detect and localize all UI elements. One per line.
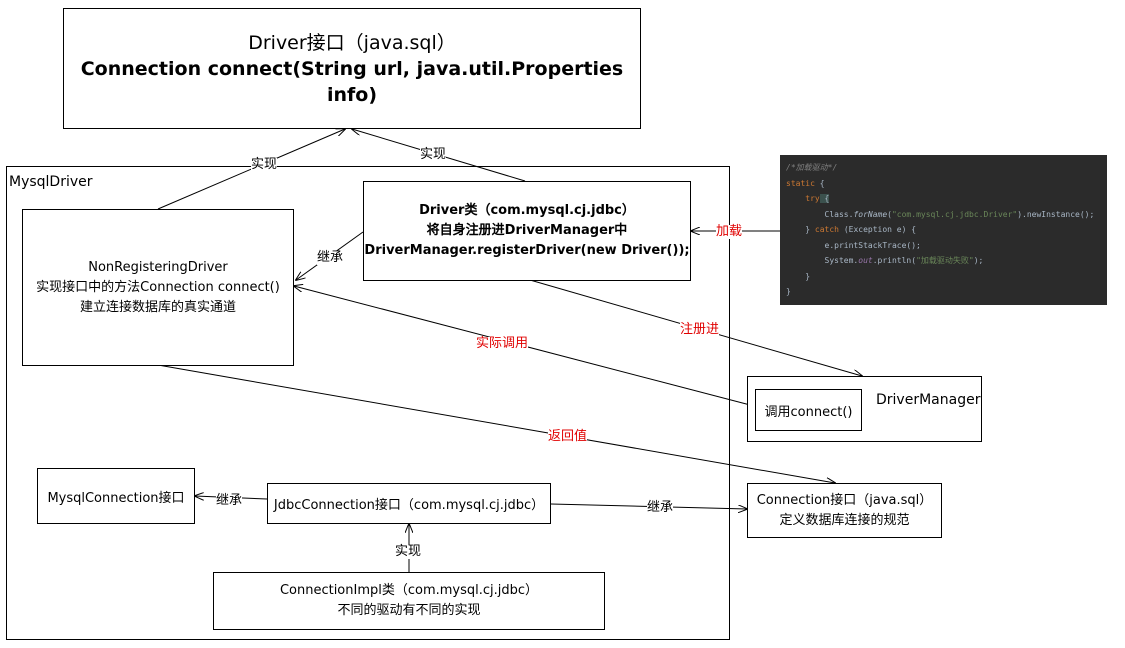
label-implements-impl: 实现 xyxy=(395,544,422,559)
code-try-keyword: try xyxy=(805,194,820,203)
code-for-name: forName xyxy=(853,209,888,219)
label-load: 加载 xyxy=(716,224,743,239)
mysql-driver-group-label: MysqlDriver xyxy=(9,174,93,190)
connection-impl-box: ConnectionImpl类（com.mysql.cj.jdbc） 不同的驱动… xyxy=(213,572,605,630)
code-outer-close: } xyxy=(786,287,791,296)
connection-interface-name: Connection接口（java.sql） xyxy=(756,492,933,508)
code-static-brace: { xyxy=(814,178,825,188)
code-comment: /*加载驱动*/ xyxy=(786,163,838,172)
code-close-brace: } xyxy=(805,225,815,234)
code-out-field: out xyxy=(858,256,873,265)
jdbc-connection-label: JdbcConnection接口（com.mysql.cj.jdbc） xyxy=(273,498,545,513)
code-paren-open: ( xyxy=(887,209,892,219)
call-connect-box: 调用connect() xyxy=(755,389,862,431)
code-snippet-panel: /*加载驱动*/ static { try { Class.forName("c… xyxy=(780,155,1107,305)
code-try-brace: { xyxy=(819,194,830,203)
label-inherit-driver: 继承 xyxy=(317,250,344,265)
non-registering-driver-desc2: 建立连接数据库的真实通道 xyxy=(79,299,236,315)
label-inherit-connection: 继承 xyxy=(647,500,674,515)
driver-class-box: Driver类（com.mysql.cj.jdbc） 将自身注册进DriverM… xyxy=(363,181,691,281)
driver-interface-title: Driver接口（java.sql） xyxy=(248,31,456,54)
code-system-out: System. xyxy=(824,256,859,265)
driver-class-register-call: DriverManager.registerDriver(new Driver(… xyxy=(364,243,690,258)
label-inherit-mysql: 继承 xyxy=(216,493,243,508)
driver-class-desc: 将自身注册进DriverManager中 xyxy=(426,223,628,238)
driver-class-name: Driver类（com.mysql.cj.jdbc） xyxy=(419,203,635,218)
code-inner-close: } xyxy=(805,271,811,281)
code-fail-string: "加载驱动失败" xyxy=(916,256,974,265)
edge-nonreg-returns-connection xyxy=(157,364,835,483)
driver-manager-box: DriverManager 调用connect() xyxy=(747,376,982,442)
label-register-into: 注册进 xyxy=(680,322,720,337)
code-println-end: ); xyxy=(973,256,984,265)
mysql-driver-group: MysqlDriver xyxy=(6,166,730,640)
jdbc-connection-box: JdbcConnection接口（com.mysql.cj.jdbc） xyxy=(267,483,551,524)
connection-impl-desc: 不同的驱动有不同的实现 xyxy=(337,603,481,618)
label-implements-left: 实现 xyxy=(251,157,278,172)
code-println: .println( xyxy=(872,256,917,265)
call-connect-label: 调用connect() xyxy=(764,404,853,420)
code-new-instance: ).newInstance(); xyxy=(1017,209,1095,219)
label-actual-call: 实际调用 xyxy=(476,336,529,351)
driver-manager-label: DriverManager xyxy=(876,392,981,408)
code-static-keyword: static xyxy=(786,178,815,188)
non-registering-driver-box: NonRegisteringDriver 实现接口中的方法Connection … xyxy=(22,209,294,366)
code-driver-string: "com.mysql.cj.jdbc.Driver" xyxy=(891,209,1018,219)
non-registering-driver-name: NonRegisteringDriver xyxy=(88,259,228,275)
code-catch-keyword: catch xyxy=(814,225,839,234)
non-registering-driver-desc1: 实现接口中的方法Connection connect() xyxy=(36,279,280,295)
code-catch-rest: (Exception e) { xyxy=(839,225,917,234)
connection-impl-name: ConnectionImpl类（com.mysql.cj.jdbc） xyxy=(279,583,539,598)
code-print-stack: e.printStackTrace(); xyxy=(824,240,921,250)
mysql-connection-label: MysqlConnection接口 xyxy=(47,490,185,506)
label-implements-right: 实现 xyxy=(420,147,447,162)
connection-interface-desc: 定义数据库连接的规范 xyxy=(779,512,910,528)
driver-interface-method: Connection connect(String url, java.util… xyxy=(80,57,624,106)
label-return-value: 返回值 xyxy=(548,429,588,444)
driver-interface-box: Driver接口（java.sql） Connection connect(St… xyxy=(63,8,641,129)
connection-interface-box: Connection接口（java.sql） 定义数据库连接的规范 xyxy=(747,483,942,538)
code-class-ref: Class. xyxy=(824,209,854,219)
mysql-connection-box: MysqlConnection接口 xyxy=(37,468,195,524)
